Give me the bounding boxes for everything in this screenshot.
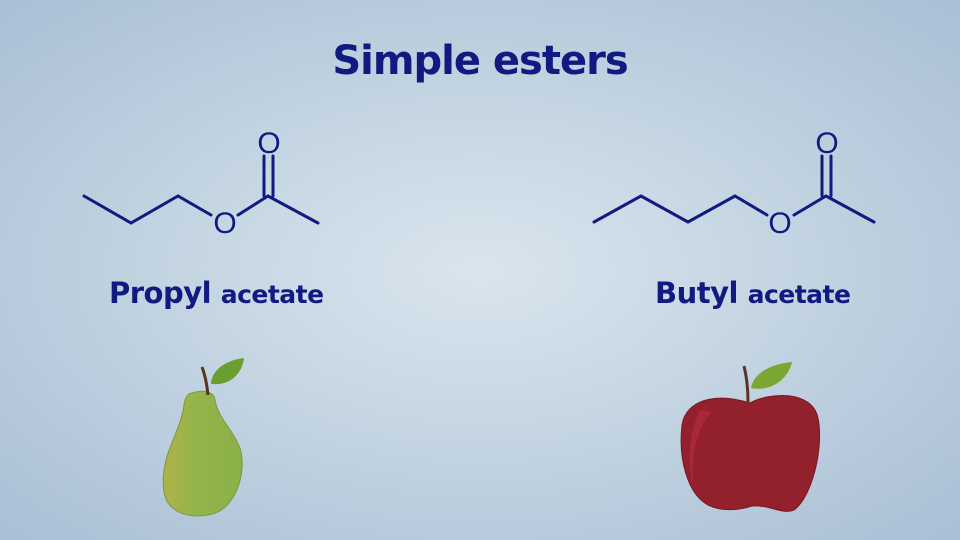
butyl-acetate-structure xyxy=(592,154,876,224)
label-rest: acetate xyxy=(220,280,324,309)
label-main: Butyl xyxy=(655,276,738,310)
ester-oxygen: O xyxy=(768,207,791,240)
pear-icon xyxy=(162,358,244,517)
apple-icon xyxy=(680,362,821,512)
carbonyl-oxygen: O xyxy=(815,127,838,160)
butyl-acetate-label: Butyl acetate xyxy=(655,276,851,310)
label-rest: acetate xyxy=(747,280,851,309)
ester-oxygen: O xyxy=(213,207,236,240)
propyl-acetate-structure xyxy=(82,154,320,225)
propyl-acetate-label: Propyl acetate xyxy=(109,276,324,310)
page-title: Simple esters xyxy=(332,38,628,84)
carbonyl-oxygen: O xyxy=(257,127,280,160)
label-main: Propyl xyxy=(109,276,212,310)
